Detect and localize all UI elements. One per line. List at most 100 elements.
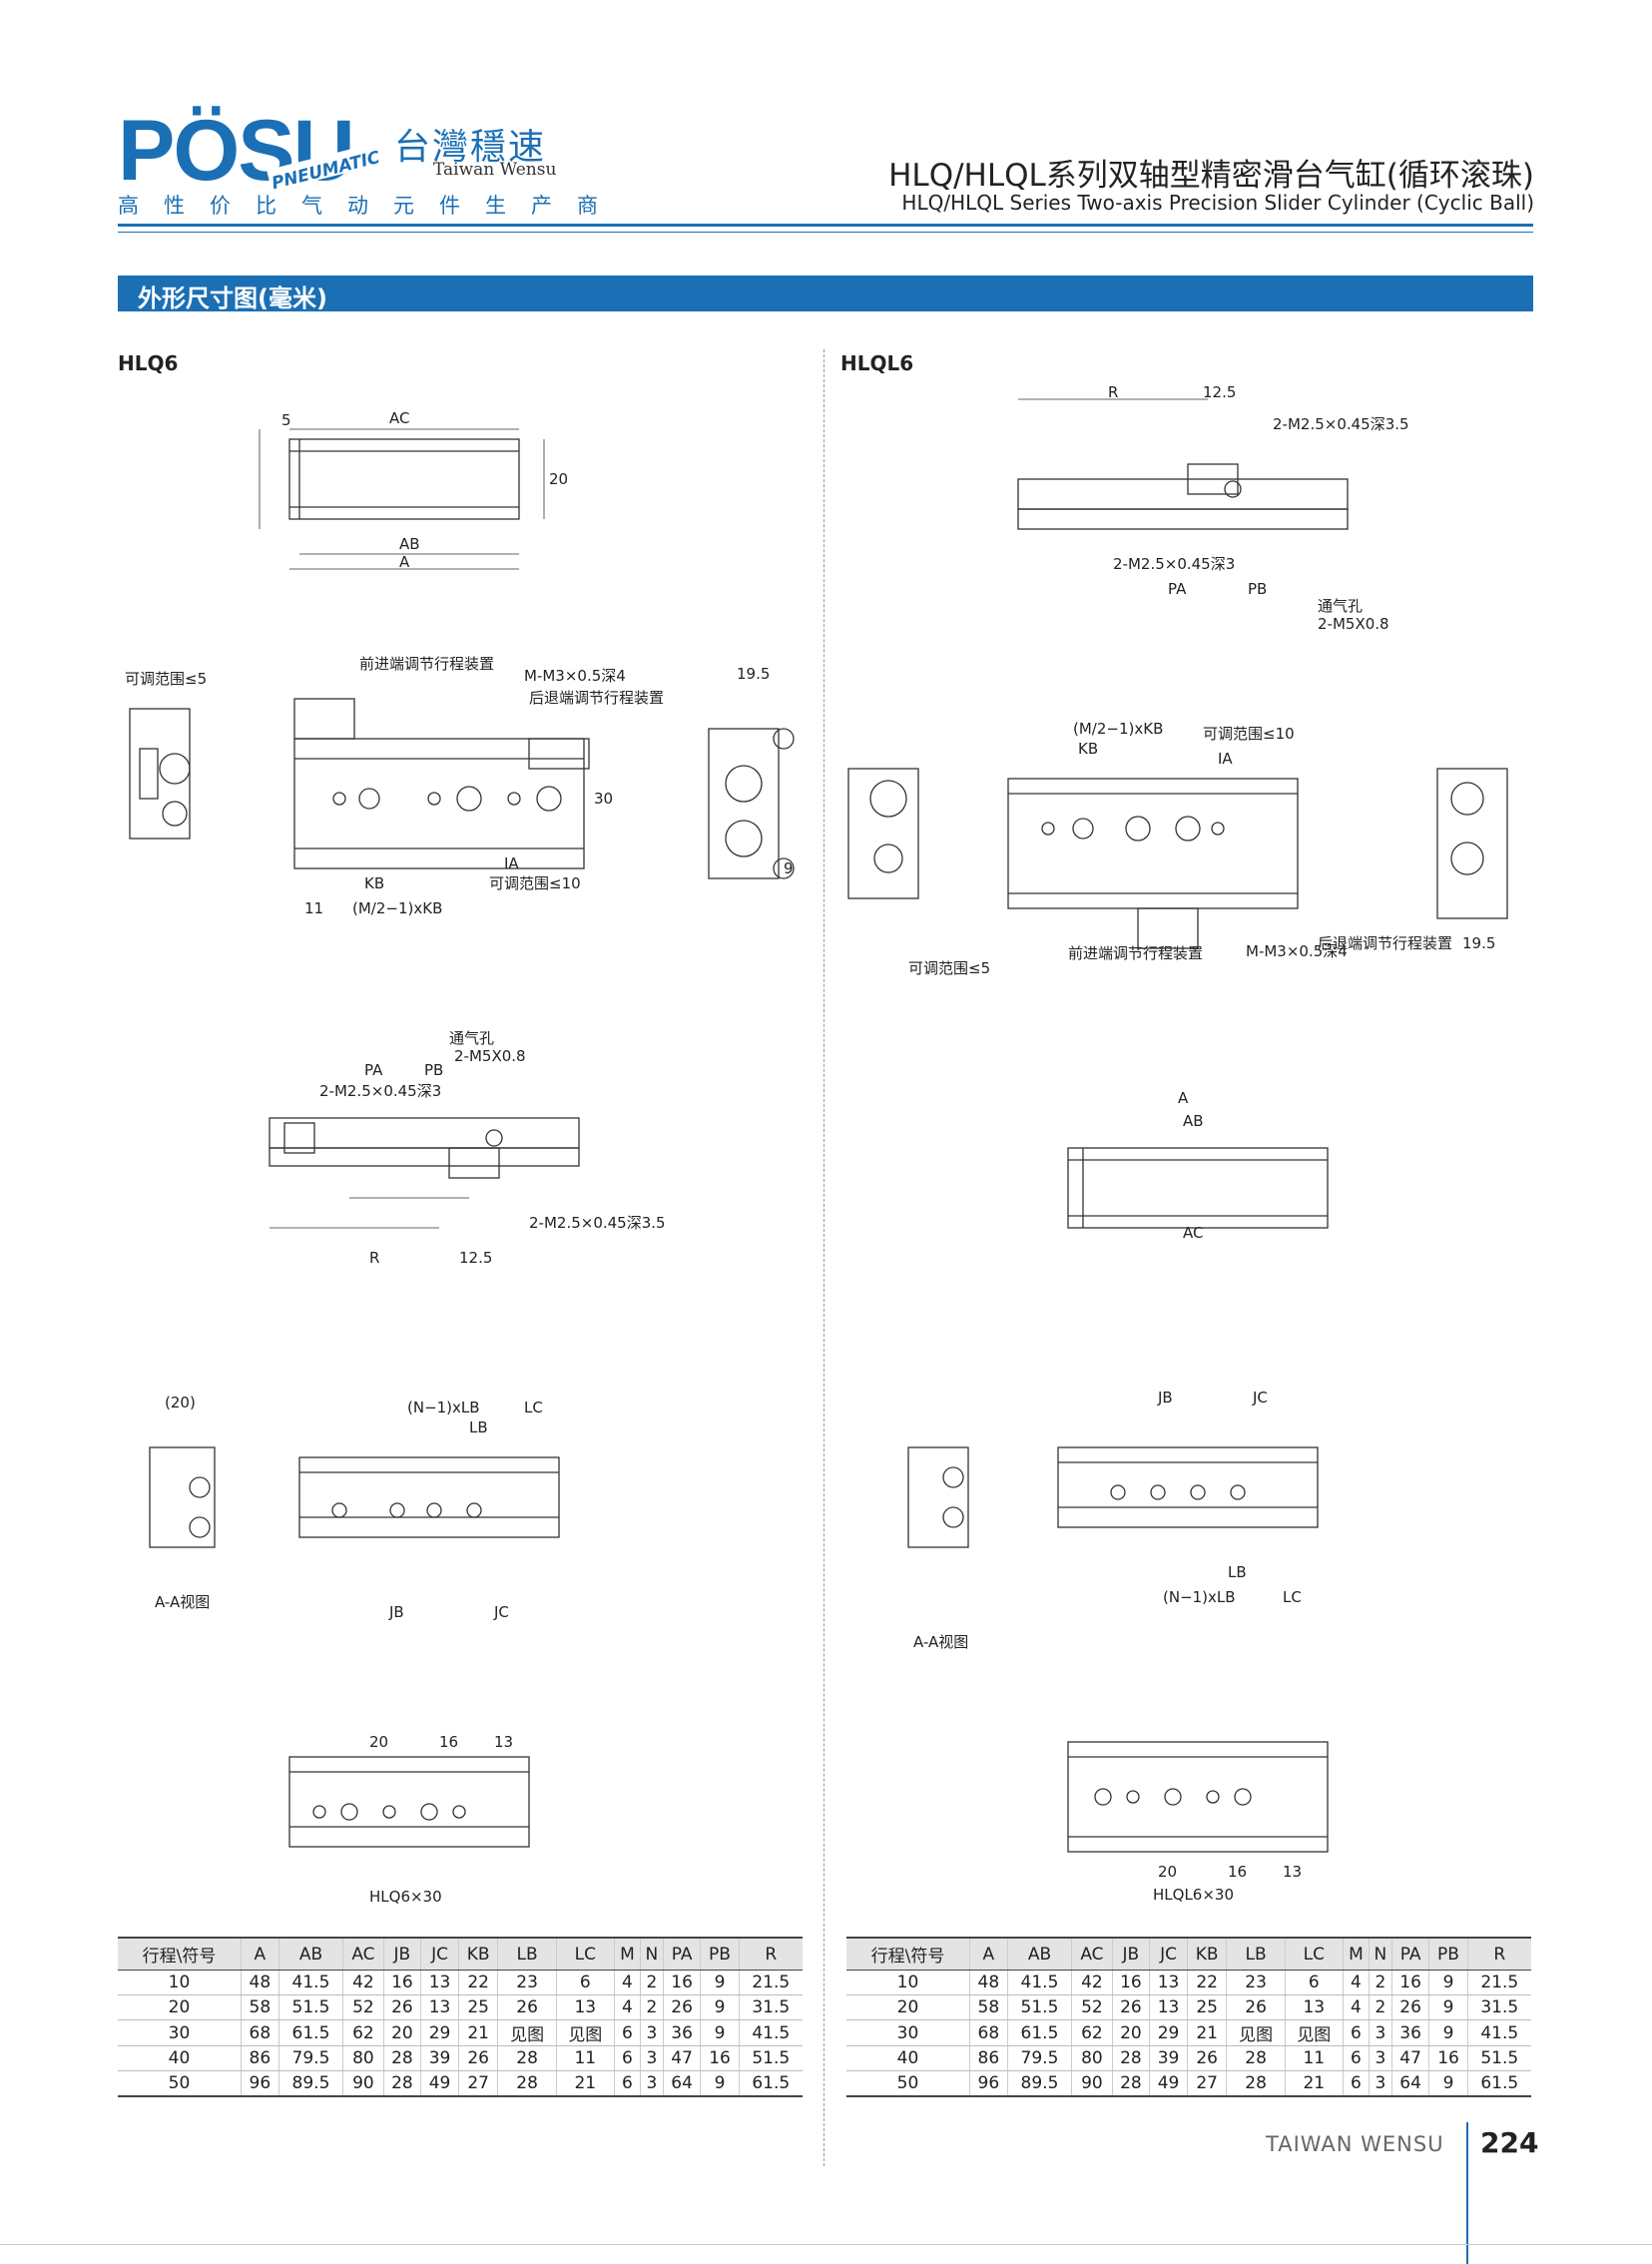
- table-cell: 26: [457, 2045, 498, 2071]
- table-cell: 52: [342, 1994, 384, 2020]
- table-cell: 49: [1149, 2070, 1188, 2097]
- drawing-hlql6x30: 20 16 13 HLQL6×30: [1067, 1741, 1329, 1904]
- table-cell: 64: [662, 2070, 701, 2097]
- slogan: 高性价比气动元件生产商: [118, 194, 623, 218]
- table-cell: 51.5: [1006, 1994, 1072, 2020]
- table-cell: 50: [846, 2070, 970, 2097]
- table-cell: 36: [662, 2019, 701, 2046]
- table-cell: 9: [700, 2019, 740, 2046]
- label-view-aa-right: A-A视图: [913, 1633, 968, 1651]
- column-divider: [824, 349, 825, 2166]
- table-cell: 13: [420, 1970, 459, 1995]
- dim-lb: LB: [469, 1418, 488, 1436]
- dim-12-5: 12.5: [459, 1249, 492, 1267]
- table-cell: 62: [342, 2019, 384, 2046]
- drawing-hlq6-top: AC AB A 5 20: [259, 409, 568, 571]
- table-header: A: [969, 1937, 1008, 1971]
- table-cell: 28: [1111, 2070, 1150, 2097]
- table-cell: 61.5: [1006, 2019, 1072, 2046]
- table-cell: 40: [846, 2045, 970, 2071]
- dim-pa: PA: [364, 1061, 383, 1079]
- table-cell: 28: [1226, 2045, 1286, 2071]
- drawing-hlq6-front: 通气孔 2-M5X0.8 PA PB 2-M2.5×0.45深3 2-M2.5×…: [269, 1029, 666, 1267]
- page-number: 224: [1480, 2126, 1539, 2159]
- dim-pb: PB: [424, 1061, 443, 1079]
- table-cell: 9: [700, 1970, 740, 1995]
- dim-kb-right: KB: [1078, 740, 1098, 758]
- table-cell: 16: [382, 1970, 421, 1995]
- label-vent-spec-right: 2-M5X0.8: [1318, 615, 1389, 633]
- page-title-chinese: HLQ/HLQL系列双轴型精密滑台气缸(循环滚珠): [888, 158, 1534, 194]
- dim-16-30: 16: [439, 1733, 458, 1751]
- table-cell: 9: [1428, 2070, 1468, 2097]
- table-cell: 96: [241, 2070, 279, 2097]
- table-cell: 21: [1186, 2019, 1227, 2046]
- table-cell: 9: [700, 2070, 740, 2097]
- table-cell: 96: [969, 2070, 1008, 2097]
- table-cell: 10: [846, 1970, 970, 1995]
- table-cell: 20: [846, 1994, 970, 2020]
- table-cell: 26: [662, 1994, 701, 2020]
- section-title: 外形尺寸图(毫米): [138, 284, 327, 312]
- table-cell: 10: [118, 1970, 242, 1995]
- table-cell: 20: [382, 2019, 421, 2046]
- drawing-hlql6-bottom: JB JC LB (N−1)xLB LC A-A视图: [907, 1389, 1319, 1651]
- caption-hlq6x30: HLQ6×30: [369, 1888, 442, 1906]
- table-cell: 26: [1186, 2045, 1227, 2071]
- table-cell: 23: [497, 1970, 557, 1995]
- table-header: R: [1466, 1937, 1531, 1971]
- table-cell: 4: [613, 1970, 641, 1995]
- spec-table-hlq6: 行程\符号 A AB AC JB JC KB LB LC M N PA PB R…: [118, 1937, 803, 2097]
- table-cell: 52: [1071, 1994, 1113, 2020]
- label-vent-right: 通气孔: [1318, 597, 1363, 615]
- header-rule-thin: [118, 232, 1533, 233]
- dim-pb-right: PB: [1248, 580, 1267, 598]
- dim-12-5-right: 12.5: [1203, 383, 1236, 401]
- table-cell: 4: [1342, 1970, 1370, 1995]
- label-m25-3-right: 2-M2.5×0.45深3: [1113, 555, 1235, 573]
- table-cell: 见图: [555, 2019, 615, 2046]
- table-cell: 11: [1284, 2045, 1344, 2071]
- table-cell: 3: [639, 2019, 664, 2046]
- label-range5: 可调范围≤5: [125, 670, 207, 688]
- table-cell: 40: [118, 2045, 242, 2071]
- dim-jb-right: JB: [1157, 1389, 1173, 1407]
- table-cell: 13: [1149, 1994, 1188, 2020]
- table-cell: 50: [118, 2070, 242, 2097]
- svg-text:PÖSU: PÖSU: [118, 103, 353, 199]
- table-cell: 27: [1186, 2070, 1227, 2097]
- page-title-english: HLQ/HLQL Series Two-axis Precision Slide…: [901, 191, 1534, 215]
- table-cell: 6: [1342, 2019, 1370, 2046]
- dim-9: 9: [784, 859, 794, 877]
- table-cell: 41.5: [1466, 2019, 1531, 2046]
- table-header: LB: [1226, 1937, 1286, 1971]
- table-cell: 89.5: [1006, 2070, 1072, 2097]
- table-header: KB: [1186, 1937, 1227, 1971]
- table-cell: 见图: [1284, 2019, 1344, 2046]
- table-cell: 26: [1390, 1994, 1429, 2020]
- label-range5-right: 可调范围≤5: [908, 959, 990, 977]
- table-cell: 42: [1071, 1970, 1113, 1995]
- caption-hlql6x30: HLQL6×30: [1153, 1886, 1234, 1904]
- footer-divider: [1466, 2122, 1468, 2264]
- dim-jc-right: JC: [1252, 1389, 1268, 1407]
- brand-english: Taiwan Wensu: [433, 160, 557, 180]
- table-cell: 86: [241, 2045, 279, 2071]
- table-cell: 61.5: [738, 2070, 803, 2097]
- table-cell: 62: [1071, 2019, 1113, 2046]
- dim-a: A: [399, 553, 410, 571]
- table-cell: 90: [342, 2070, 384, 2097]
- label-view-aa: A-A视图: [155, 1593, 210, 1611]
- table-cell: 31.5: [738, 1994, 803, 2020]
- drawing-hlql6-plan: (M/2−1)xKB KB 可调范围≤10 IA 后退端调节行程装置 前进端调节…: [847, 720, 1508, 977]
- table-cell: 2: [639, 1970, 664, 1995]
- drawing-hlq6-plan: 可调范围≤5 前进端调节行程装置 M-M3×0.5深4 后退端调节行程装置 可调…: [125, 655, 795, 917]
- label-m25-3: 2-M2.5×0.45深3: [319, 1082, 441, 1100]
- dim-lc-right: LC: [1283, 1588, 1302, 1606]
- dim-lc: LC: [524, 1399, 543, 1416]
- table-cell: 21: [1284, 2070, 1344, 2097]
- dim-ac: AC: [389, 409, 409, 427]
- dim-ab-right: AB: [1183, 1112, 1204, 1130]
- dim-20: 20: [549, 470, 568, 488]
